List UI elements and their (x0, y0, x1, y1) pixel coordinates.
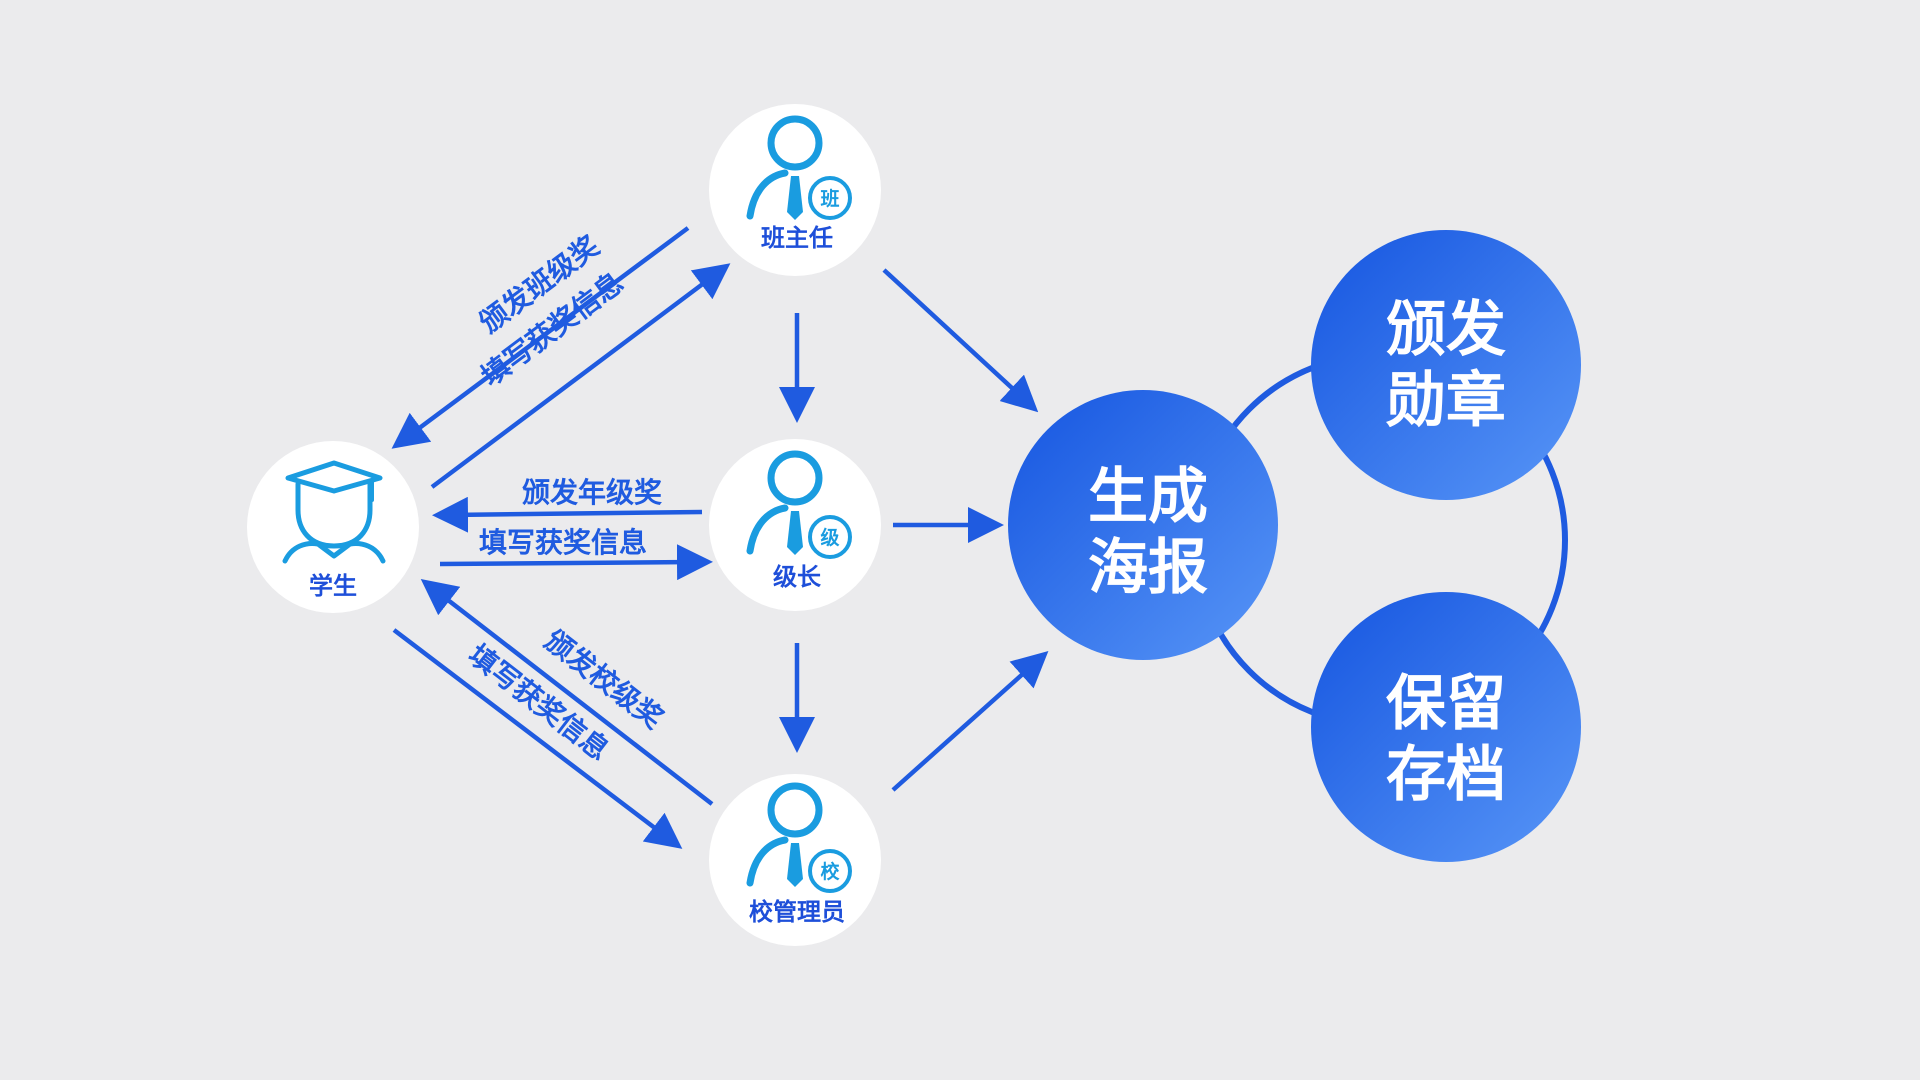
outcome-poster-line-2: 海报 (1088, 533, 1208, 603)
label-grade-award: 颁发年级奖 (522, 476, 662, 509)
arrow-grade-head-to-student (432, 496, 703, 533)
outcome-poster: 生成 海报 (1008, 390, 1278, 660)
arrow-student-to-class-teacher (430, 263, 731, 489)
outcome-archive: 保留 存档 (1311, 592, 1581, 862)
node-class-teacher-label: 班主任 (761, 224, 833, 252)
school-admin-person-icon (746, 782, 852, 893)
grade-head-badge: 级 (820, 526, 839, 549)
node-class-teacher: 班 班主任 (709, 104, 881, 276)
node-student-label: 学生 (309, 572, 357, 600)
arrow-school-admin-to-poster (891, 651, 1049, 792)
outcome-medal-line-2: 勋章 (1385, 366, 1506, 436)
outcome-archive-line-1: 保留 (1386, 669, 1506, 739)
node-school-admin: 校 校管理员 (709, 774, 881, 946)
arrow-school-admin-to-student (420, 578, 714, 806)
outcome-medal: 颁发 勋章 (1311, 230, 1581, 500)
arrow-class-teacher-to-poster (882, 268, 1039, 413)
outcome-medal-line-1: 颁发 (1386, 295, 1506, 365)
outcome-poster-line-1: 生成 (1088, 462, 1208, 532)
graduate-cap-icon (282, 460, 386, 564)
node-grade-head: 级 级长 (709, 439, 881, 611)
arrow-student-to-grade-head (439, 544, 713, 581)
class-teacher-person-icon (746, 115, 852, 220)
node-grade-head-label: 级长 (773, 563, 822, 591)
node-school-admin-label: 校管理员 (749, 898, 845, 926)
arrow-class-teacher-to-student (391, 226, 690, 449)
outcome-archive-line-2: 存档 (1386, 740, 1506, 810)
school-admin-badge: 校 (820, 860, 840, 883)
label-grade-fill: 填写获奖信息 (479, 526, 647, 559)
arrow-student-to-school-admin (392, 628, 683, 849)
node-student: 学生 (247, 441, 419, 613)
grade-head-person-icon (746, 450, 852, 559)
class-teacher-badge: 班 (820, 187, 839, 210)
